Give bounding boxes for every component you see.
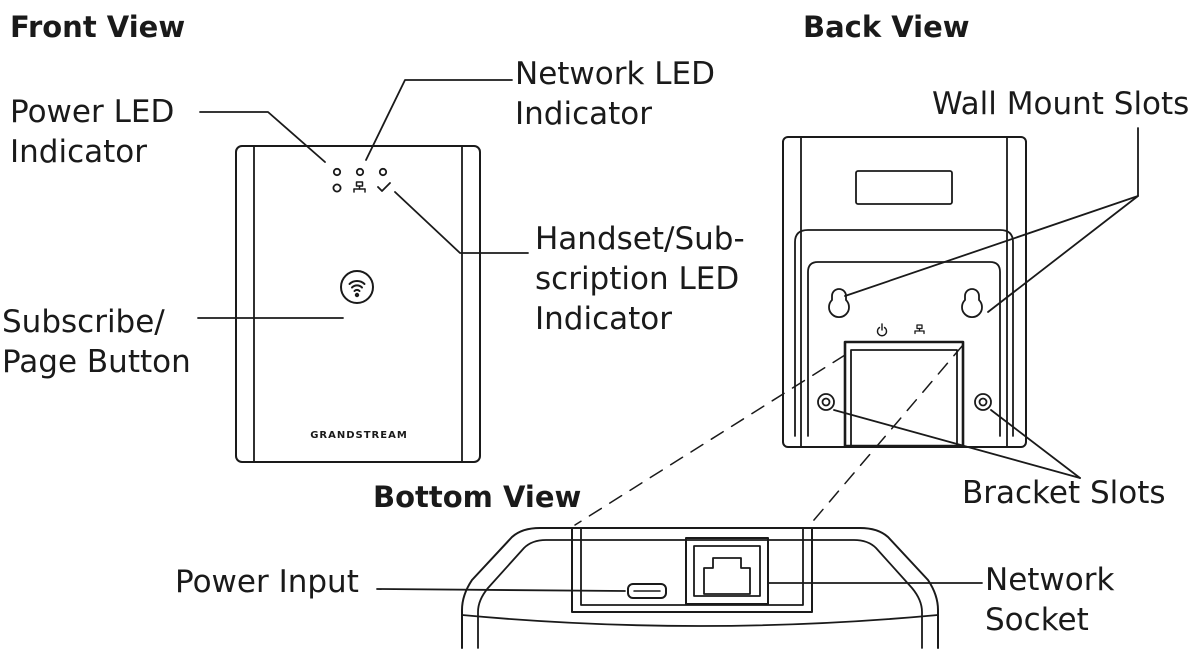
network-led xyxy=(355,167,365,177)
bracket-slot-callout-left xyxy=(833,409,1081,479)
wall-mount-slot-right xyxy=(961,288,983,319)
wifi-icon xyxy=(348,280,366,298)
projection-lines xyxy=(574,344,964,528)
network-icon xyxy=(353,181,366,193)
handset-led-label: Handset/Sub- scription LED Indicator xyxy=(535,221,745,337)
handset-led-callout xyxy=(394,191,529,254)
wall-mount-callout-2 xyxy=(987,195,1139,313)
wall-mount-callout xyxy=(844,127,1139,297)
bracket-slot-callout-right xyxy=(990,409,1081,479)
network-led-callout xyxy=(365,79,513,161)
network-led-label: Network LED Indicator xyxy=(515,56,716,132)
power-led xyxy=(332,167,342,177)
bottom-device xyxy=(461,527,939,649)
bottom-view-title: Bottom View xyxy=(373,480,582,514)
check-icon xyxy=(377,182,391,192)
power-led-callout xyxy=(199,111,326,163)
front-view-title: Front View xyxy=(10,10,186,44)
brand-logo: GRANDSTREAM xyxy=(310,430,408,441)
network-icon xyxy=(914,324,925,335)
bracket-slot-left xyxy=(817,393,835,411)
subscribe-button-label: Subscribe/ Page Button xyxy=(2,304,191,380)
front-device xyxy=(235,145,481,463)
back-device xyxy=(782,136,1027,448)
wall-mount-slot-left xyxy=(828,288,850,319)
power-led-label: Power LED Indicator xyxy=(10,94,175,170)
power-icon xyxy=(332,183,342,193)
back-view-title: Back View xyxy=(803,10,970,44)
micro-usb-icon xyxy=(627,583,667,599)
bracket-slots-label: Bracket Slots xyxy=(962,475,1166,511)
network-socket-label: Network Socket xyxy=(985,562,1115,638)
handset-led xyxy=(378,167,388,177)
power-icon xyxy=(876,323,888,337)
ethernet-port-icon xyxy=(685,537,769,605)
label-recess xyxy=(855,170,953,205)
bracket-slot-right xyxy=(974,393,992,411)
connector-opening xyxy=(843,340,965,448)
subscribe-page-button xyxy=(340,270,374,304)
power-input-callout xyxy=(376,588,626,592)
wall-mount-slots-label: Wall Mount Slots xyxy=(932,86,1190,122)
power-input-label: Power Input xyxy=(175,564,359,600)
